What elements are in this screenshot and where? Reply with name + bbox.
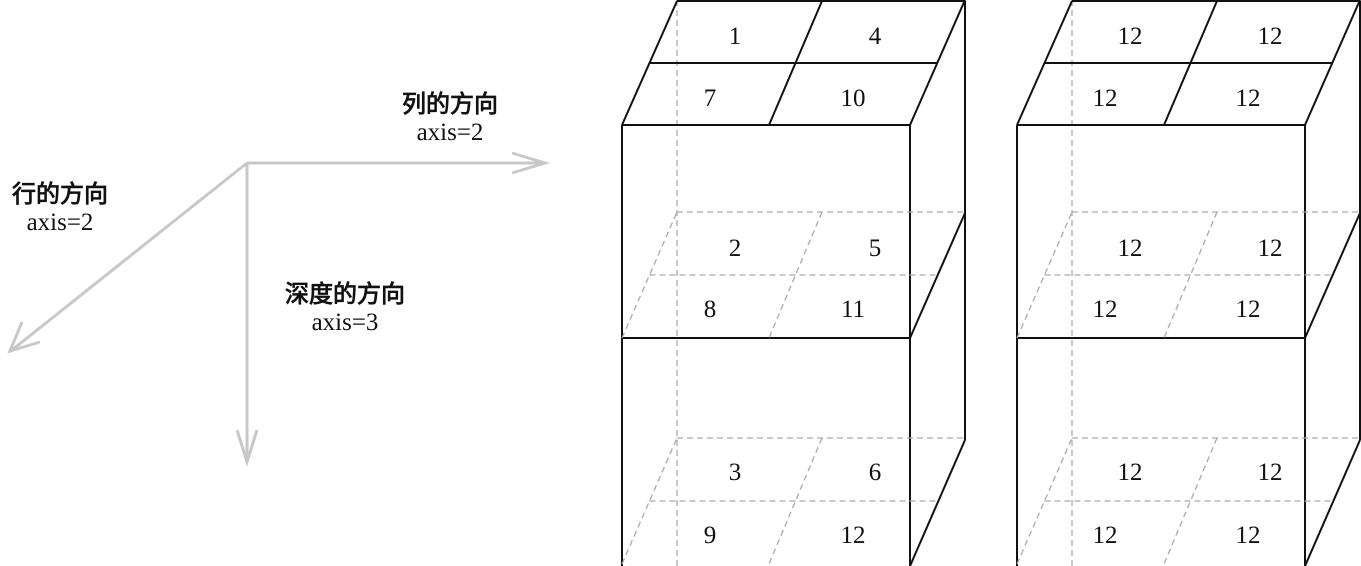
row-arrow-head	[7, 321, 41, 354]
layer-divider	[1163, 211, 1218, 339]
cell-value: 12	[1236, 85, 1261, 112]
layer-left-line	[1016, 437, 1073, 565]
layer-divider	[1163, 437, 1218, 565]
depth-direction-label: 深度的方向 axis=3	[265, 274, 425, 337]
cell-value: 2	[729, 235, 742, 262]
side-diagonal-edge	[1304, 0, 1361, 126]
row-direction-label: 行的方向 axis=2	[0, 174, 130, 237]
cell-value: 7	[704, 85, 717, 112]
cell-value: 12	[1258, 459, 1283, 486]
cell-value: 6	[869, 459, 882, 486]
top-divider	[768, 0, 823, 126]
column-direction-label: 列的方向 axis=2	[375, 84, 525, 147]
layer-left-line	[621, 437, 678, 565]
side-diagonal-edge	[909, 212, 966, 339]
cell-value: 9	[704, 522, 717, 549]
depth-axis: axis=3	[311, 309, 379, 336]
result-cube: 12 12 12 12 12 12 12 12 12 12 12 12	[1016, 0, 1361, 566]
axis-arrows	[7, 151, 551, 468]
cell-value: 4	[869, 23, 882, 50]
top-divider	[1163, 0, 1218, 126]
input-cube: 1 4 7 10 2 5 8 11 3 6 9 12	[621, 0, 966, 566]
column-axis: axis=2	[416, 119, 484, 146]
cell-value: 10	[841, 85, 866, 112]
layer-divider	[768, 211, 823, 339]
column-arrow-head	[511, 151, 551, 175]
cell-value: 1	[729, 23, 742, 50]
depth-arrow-head	[235, 429, 259, 468]
column-title: 列的方向	[402, 90, 498, 118]
cell-value: 12	[1258, 235, 1283, 262]
side-diagonal-edge	[909, 0, 966, 126]
side-diagonal-edge	[1304, 212, 1361, 339]
row-axis-arrow	[11, 161, 248, 352]
cell-value: 12	[1258, 23, 1283, 50]
cell-value: 12	[1236, 522, 1261, 549]
cell-value: 12	[1118, 235, 1143, 262]
cell-value: 12	[1118, 23, 1143, 50]
cell-value: 11	[841, 296, 865, 323]
cell-value: 12	[1093, 296, 1118, 323]
layer-left-line	[1016, 211, 1073, 339]
cell-value: 12	[1093, 85, 1118, 112]
cell-value: 12	[1118, 459, 1143, 486]
cell-value: 12	[1093, 522, 1118, 549]
cell-value: 12	[841, 522, 866, 549]
row-title: 行的方向	[12, 180, 108, 208]
side-bottom-edge	[909, 439, 966, 566]
side-bottom-edge	[1304, 439, 1361, 566]
cell-value: 5	[869, 235, 882, 262]
layer-divider	[768, 437, 823, 565]
cell-value: 8	[704, 296, 717, 323]
cell-value: 12	[1236, 296, 1261, 323]
layer-left-line	[621, 211, 678, 339]
depth-title: 深度的方向	[285, 280, 405, 308]
cell-value: 3	[729, 459, 742, 486]
row-axis: axis=2	[26, 209, 94, 236]
